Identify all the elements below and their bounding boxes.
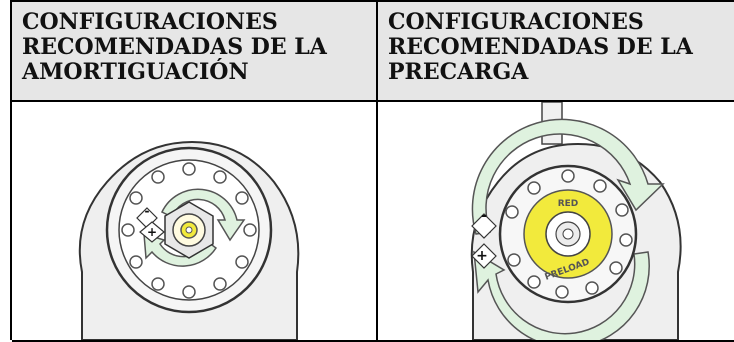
damping-cell: - + — [12, 102, 378, 342]
damping-plus-symbol: + — [147, 225, 157, 239]
header-damping-text: CONFIGURACIONES RECOMENDADAS DE LA AMORT… — [22, 9, 327, 85]
header-preload-text: CONFIGURACIONES RECOMENDADAS DE LA PRECA… — [388, 9, 693, 85]
preload-plus-symbol: + — [476, 248, 488, 264]
preload-minus-symbol: - — [481, 208, 487, 224]
rotation-arrow-top — [161, 188, 246, 242]
settings-table: CONFIGURACIONES RECOMENDADAS DE LA AMORT… — [10, 0, 734, 342]
damping-adjuster-image: - + — [78, 140, 300, 340]
damping-minus-symbol: - — [145, 204, 150, 218]
bolt-holes — [121, 162, 257, 299]
preload-cell: RED PRELOAD - + — [378, 102, 734, 342]
header-damping: CONFIGURACIONES RECOMENDADAS DE LA AMORT… — [12, 2, 378, 102]
preload-adjuster-image: RED PRELOAD - + — [470, 102, 682, 340]
preload-arrow-top — [471, 118, 665, 235]
preload-label-top: RED — [558, 199, 579, 209]
header-preload: CONFIGURACIONES RECOMENDADAS DE LA PRECA… — [378, 2, 734, 102]
preload-bolt-holes — [505, 169, 633, 299]
